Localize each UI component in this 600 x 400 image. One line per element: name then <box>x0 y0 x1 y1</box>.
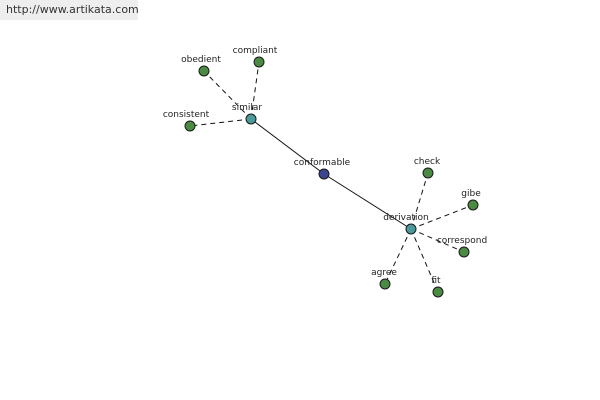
node-label-similar[interactable]: similar <box>232 103 262 113</box>
edge-similar-consistent <box>189 118 252 127</box>
edge-similar-compliant <box>250 61 260 120</box>
node-label-consistent[interactable]: consistent <box>163 110 210 120</box>
edge-conformable-similar <box>250 118 325 175</box>
watermark-url[interactable]: http://www.artikata.com <box>0 0 139 20</box>
center-node-circle[interactable] <box>318 168 330 180</box>
leaf-node-circle[interactable] <box>253 56 265 68</box>
edge-derivation-check <box>410 172 429 230</box>
node-label-conformable[interactable]: conformable <box>294 158 351 168</box>
edge-derivation-correspond <box>410 228 465 253</box>
hub-node-circle[interactable] <box>245 113 257 125</box>
node-derivation[interactable]: derivation <box>383 213 429 235</box>
nodes-layer: obedient compliant consistent check gibe corr… <box>163 46 487 298</box>
leaf-node-circle[interactable] <box>198 65 210 77</box>
node-consistent[interactable]: consistent <box>163 110 210 132</box>
node-label-compliant[interactable]: compliant <box>233 46 278 56</box>
leaf-node-circle[interactable] <box>467 199 479 211</box>
node-check[interactable]: check <box>414 157 441 179</box>
edge-conformable-derivation <box>323 173 412 230</box>
node-label-gibe[interactable]: gibe <box>461 189 481 199</box>
edge-derivation-gibe <box>410 204 474 230</box>
edge-similar-obedient <box>203 70 252 120</box>
node-label-agree[interactable]: agree <box>371 268 397 278</box>
node-label-check[interactable]: check <box>414 157 441 167</box>
edge-derivation-agree <box>384 228 412 285</box>
node-similar[interactable]: similar <box>232 103 262 125</box>
edge-derivation-fit <box>410 228 439 293</box>
node-label-fit[interactable]: fit <box>431 276 441 286</box>
node-label-derivation[interactable]: derivation <box>383 213 429 223</box>
hub-node-circle[interactable] <box>405 223 417 235</box>
leaf-node-circle[interactable] <box>379 278 391 290</box>
node-conformable[interactable]: conformable <box>294 158 351 180</box>
node-correspond[interactable]: correspond <box>437 236 487 258</box>
node-obedient[interactable]: obedient <box>181 55 221 77</box>
leaf-node-circle[interactable] <box>184 120 196 132</box>
node-label-obedient[interactable]: obedient <box>181 55 221 65</box>
node-label-correspond[interactable]: correspond <box>437 236 487 246</box>
leaf-node-circle[interactable] <box>458 246 470 258</box>
node-gibe[interactable]: gibe <box>461 189 481 211</box>
leaf-node-circle[interactable] <box>422 167 434 179</box>
node-compliant[interactable]: compliant <box>233 46 278 68</box>
node-fit[interactable]: fit <box>431 276 444 298</box>
node-agree[interactable]: agree <box>371 268 397 290</box>
edges-layer <box>189 61 474 293</box>
leaf-node-circle[interactable] <box>432 286 444 298</box>
